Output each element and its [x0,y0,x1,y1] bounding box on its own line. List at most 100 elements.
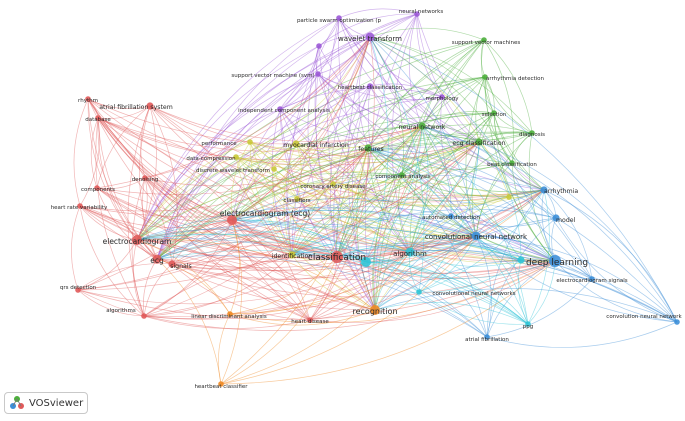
link-beat-classification-cnn-upper [475,162,513,237]
node-ecg[interactable] [152,254,162,264]
node-dwt[interactable] [271,166,277,172]
link-diagnosis-algorithm [409,132,533,253]
link-qrs-detection-features [77,147,369,291]
node-component-analysis[interactable] [399,172,405,178]
link-arrhythmia-cnn-upper [475,189,545,237]
node-ica[interactable] [277,106,283,112]
link-yellow-dot-right-ecg-classification [478,141,510,198]
link-performance-classification [249,141,338,258]
node-diagnosis[interactable] [529,130,535,136]
label-recognition: recognition [352,307,397,316]
link-dwt-identification [272,168,293,256]
link-convolution-neural-network-recognition [374,288,678,323]
link-classifiers-cnn-upper [296,198,477,240]
node-performance[interactable] [247,139,253,145]
link-data-compression-recognition [235,156,376,311]
node-cyan-dot-right[interactable] [517,256,525,264]
node-classification[interactable] [331,251,343,263]
link-ecg-signals-cnn-upper [475,235,593,280]
node-cnn-upper[interactable] [471,231,481,241]
link-atrial-fib-system-denoising [140,105,151,179]
node-signals[interactable] [168,260,176,268]
label-ecg: ecg [150,256,164,265]
link-ppg-electrocardiogram [136,233,529,325]
node-recognition[interactable] [370,305,380,315]
node-ppg[interactable] [525,321,531,327]
node-classifiers[interactable] [294,196,300,202]
node-coronary-artery-disease[interactable] [330,181,336,187]
node-denoising[interactable] [142,175,148,181]
node-electrocardiogram[interactable] [132,235,142,245]
node-atrial-fibrillation[interactable] [484,334,490,340]
node-myocardial-infarction[interactable] [292,140,300,148]
node-atrial-fib-system[interactable] [146,102,154,110]
node-electrocardiogram-ecg[interactable] [227,215,237,225]
node-qrs-detection[interactable] [75,287,81,293]
node-yellow-dot-right[interactable] [506,194,512,200]
link-beat-classification-arrhythmia [511,162,545,191]
node-wavelet-transform[interactable] [365,32,375,42]
node-arrhythmia-detection[interactable] [482,74,488,80]
link-database-identification [97,117,293,256]
node-arrhythmia[interactable] [540,186,548,194]
link-heart-rate-variability-recognition [79,205,376,311]
node-convolution-neural-network[interactable] [674,319,680,325]
label-heartbeat-classifier: heartbeat classifier [194,384,248,390]
node-cnns[interactable] [416,289,422,295]
link-coronary-artery-disease-electrocardiogram-ecg [231,183,334,221]
link-arrhythmia-electrocardiogram-ecg [231,174,545,221]
link-heart-rate-variability-algorithms [79,205,145,317]
node-ecg-signals[interactable] [589,276,595,282]
node-svm-long[interactable] [315,71,321,77]
node-cyan-dot-mid[interactable] [361,257,371,267]
node-beat-classification[interactable] [509,160,515,166]
label-particle-swarm: particle swarm optimization (p [297,18,382,24]
node-support-vector-machines[interactable] [481,37,487,43]
link-data-compression-features [235,147,369,166]
node-particle-swarm[interactable] [336,15,342,21]
node-identification[interactable] [288,251,296,259]
link-classifiers-neural-network [296,125,423,200]
node-database[interactable] [95,115,101,121]
link-arrhythmia-detection-features [367,76,486,149]
node-svm-purple-dot[interactable] [316,43,322,49]
node-morphology[interactable] [439,94,445,100]
link-neural-networks-electrocardiogram-ecg [231,13,418,221]
link-rhythm-deep-learning [87,98,556,262]
node-neural-networks[interactable] [414,11,420,17]
node-model[interactable] [552,214,560,222]
node-heart-disease[interactable] [307,317,313,323]
node-data-compression[interactable] [233,154,239,160]
link-cyan-dot-right-ecg [156,226,522,261]
link-cyan-dot-right-identification [291,236,522,261]
node-heartbeat-classification[interactable] [367,83,373,89]
link-diagnosis-deep-learning [528,132,556,262]
link-diagnosis-ecg [156,132,533,260]
node-algorithm[interactable] [405,247,415,257]
link-denoising-algorithms [131,177,146,317]
node-deep-learning[interactable] [549,255,561,267]
link-data-compression-ecg-classification [235,141,480,173]
link-cnn-upper-features [367,147,477,237]
node-ecg-classification[interactable] [475,138,483,146]
node-heartbeat-classifier[interactable] [218,381,224,387]
node-neural-network[interactable] [418,122,426,130]
link-classifiers-identification [288,198,298,256]
link-ica-algorithm [279,108,411,253]
node-rhythm[interactable] [85,96,91,102]
node-automated-detection[interactable] [448,213,454,219]
node-algorithms[interactable] [141,313,147,319]
vosviewer-logo-icon [10,396,24,409]
link-myocardial-infarction-neural-network [295,125,423,149]
node-heart-rate-variability[interactable] [77,203,83,209]
node-features[interactable] [364,144,372,152]
label-component-analysis: component analysis [375,174,430,180]
link-neural-networks-ica [279,13,418,110]
node-selection[interactable] [491,110,497,116]
node-components[interactable] [94,185,100,191]
link-component-analysis-cnn-upper [401,174,477,237]
link-wavelet-transform-ecg-classification [369,36,480,143]
node-lda[interactable] [227,311,233,317]
link-diagnosis-ecg-classification [478,131,533,143]
link-yellow-dot-right-identification [291,195,510,256]
